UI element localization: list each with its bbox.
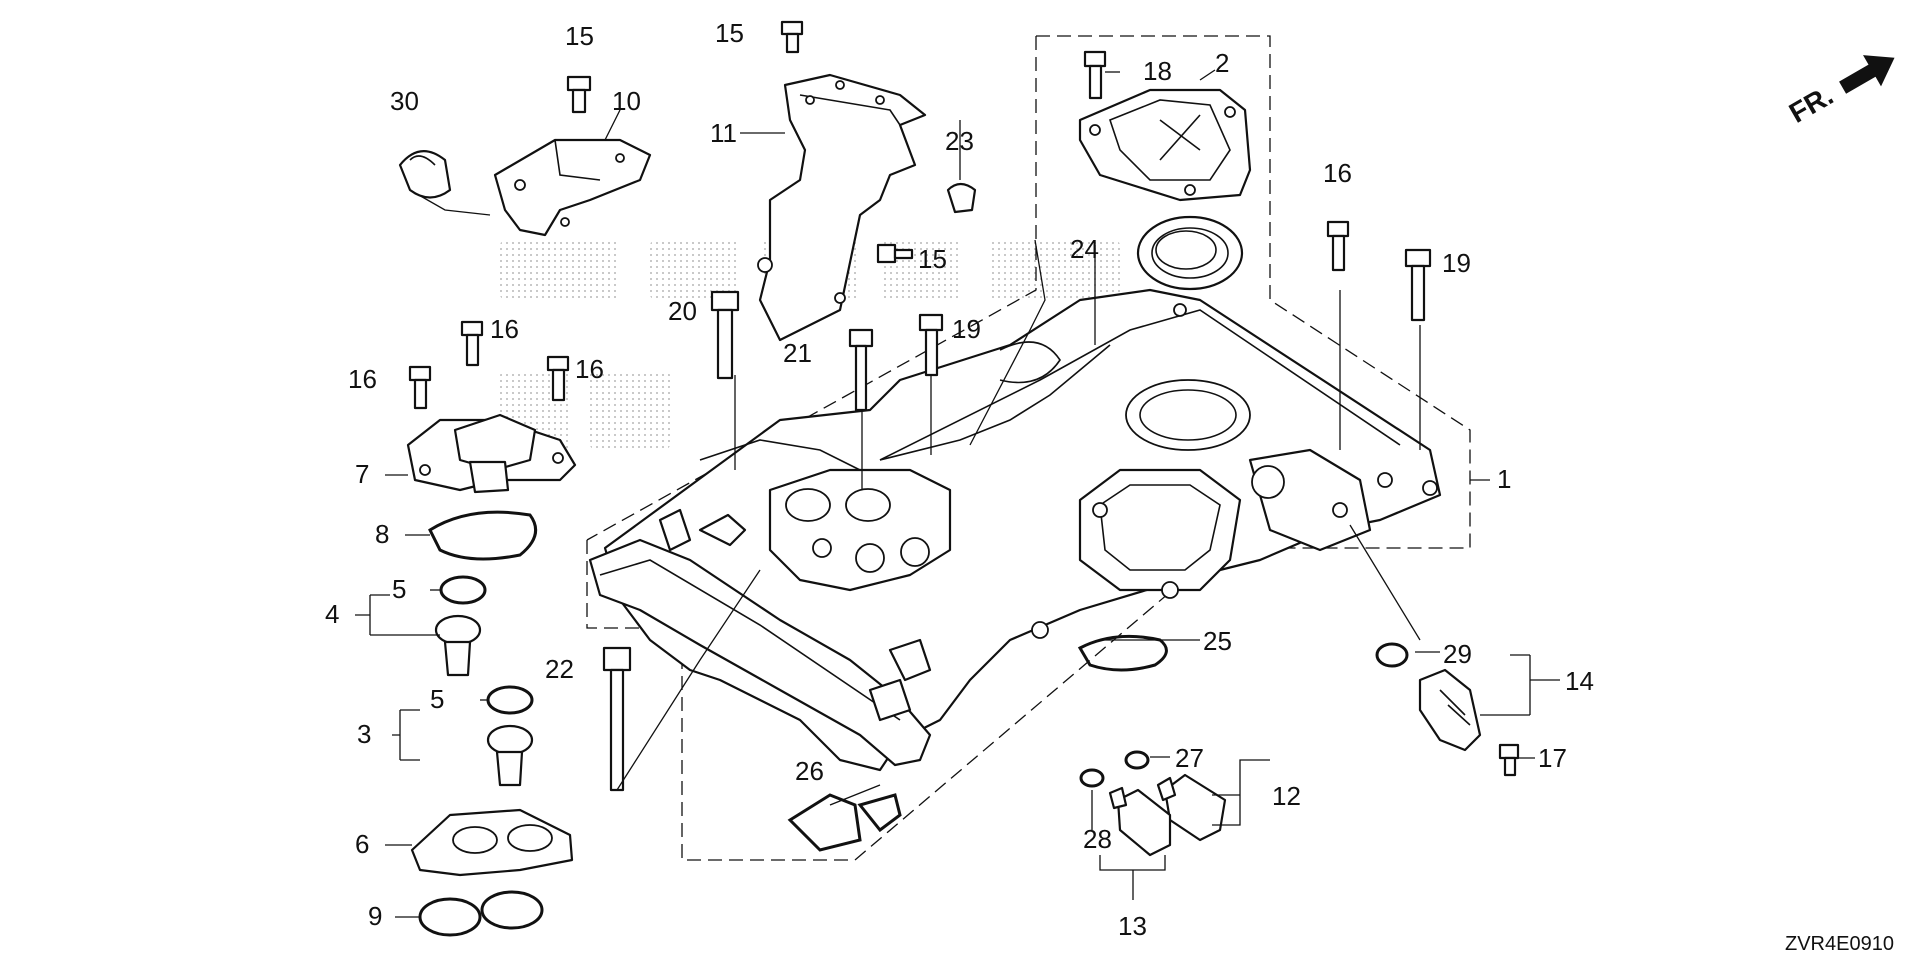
part-3-thermostat [486,724,534,787]
direction-indicator: FR. [1784,55,1895,129]
part-28-o-ring [1079,768,1105,788]
callout-26: 26 [795,756,824,786]
callout-15-top-center: 15 [715,18,744,48]
callout-9: 9 [368,901,382,931]
callout-4: 4 [325,599,339,629]
part-16-bolt-center [546,355,570,402]
part-4-thermostat [434,614,482,677]
arrow-up-right-icon [1839,55,1895,94]
part-5-seal-lower [486,685,534,715]
callout-19-right: 19 [1442,248,1471,278]
part-26-gasket [787,793,902,852]
callout-13: 13 [1118,911,1147,941]
part-14-sensor [1418,668,1482,752]
callout-18: 18 [1143,56,1172,86]
diagram-code: ZVR4E0910 [1785,933,1894,955]
callout-22: 22 [545,654,574,684]
leader-lines [355,69,1560,918]
callout-labels: 1 2 3 4 5 5 6 7 8 9 10 11 12 13 14 15 15… [325,18,1594,941]
callout-15-mid: 15 [918,244,947,274]
part-16-bolt-center-left [460,320,484,367]
part-24-oil-seal [1136,215,1244,291]
housing-gasket-edge [879,344,1111,461]
part-15-bolt-mid [876,243,914,264]
callout-15-top-left: 15 [565,21,594,51]
part-2-cover [1078,88,1252,202]
callout-11: 11 [710,118,737,148]
part-15-bolt-top-center [780,20,804,54]
part-15-bolt-top-left [566,75,592,114]
part-19-bolt-center [918,313,944,377]
part-18-bolt [1083,50,1107,100]
part-17-bolt [1498,743,1520,777]
part-13-sensor [1108,786,1172,857]
part-9-o-rings [418,890,544,937]
callout-20: 20 [668,296,697,326]
callout-14: 14 [1565,666,1594,696]
callout-17: 17 [1538,743,1567,773]
callout-16-left: 16 [348,364,377,394]
part-11-bracket [757,73,927,342]
part-16-bolt-left [408,365,432,410]
part-6-gasket-plate [410,808,574,877]
part-27-o-ring [1124,750,1150,770]
callout-19-center: 19 [952,314,981,344]
part-7-thermostat-cover [406,413,577,494]
callout-5-lower: 5 [430,684,444,714]
part-25-gasket [1077,634,1168,672]
front-label: FR. [1784,79,1839,128]
frame-rail [588,508,932,767]
callout-8: 8 [375,519,389,549]
callout-7: 7 [355,459,369,489]
callout-6: 6 [355,829,369,859]
callout-16-right: 16 [1323,158,1352,188]
water-outlet-block [698,468,952,592]
callout-5-upper: 5 [392,574,406,604]
callout-3: 3 [357,719,371,749]
callout-16-center-left: 16 [490,314,519,344]
callout-27: 27 [1175,743,1204,773]
part-5-seal-upper [439,575,487,605]
callout-29: 29 [1443,639,1472,669]
part-22-bolt [602,646,632,792]
callout-25: 25 [1203,626,1232,656]
callout-30: 30 [390,86,419,116]
callout-16-center: 16 [575,354,604,384]
part-29-o-ring [1375,642,1409,668]
part-16-bolt-right [1326,220,1350,272]
group-outline-lower-frame [586,540,1223,861]
part-30-clip [398,150,452,199]
callout-21: 21 [783,338,812,368]
part-23-clamp [946,182,977,214]
callout-2: 2 [1215,48,1229,78]
part-20-bolt [710,290,740,380]
callout-23: 23 [945,126,974,156]
callout-12: 12 [1272,781,1301,811]
part-19-bolt-right [1404,248,1432,322]
part-21-bolt [848,328,874,412]
callout-24: 24 [1070,234,1099,264]
callout-28: 28 [1083,824,1112,854]
part-10-bracket [493,138,652,237]
callout-1: 1 [1497,464,1511,494]
callout-10: 10 [612,86,641,116]
part-8-gasket [428,510,538,561]
